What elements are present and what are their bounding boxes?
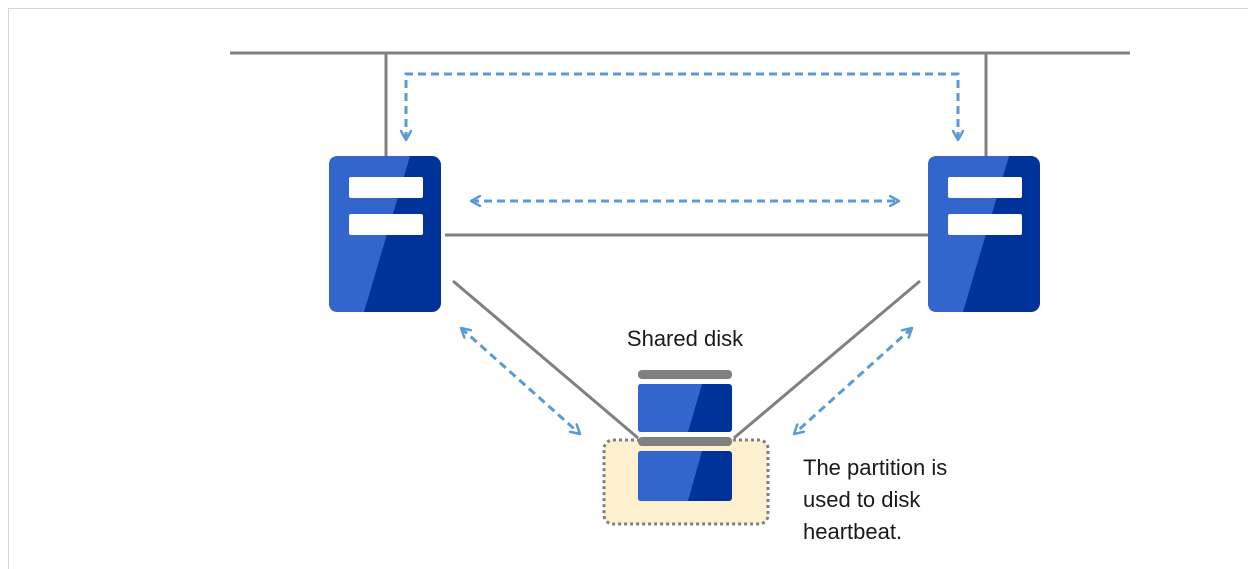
server1-disk-line: [452, 279, 639, 440]
partition-note-line-2: used to disk: [803, 487, 921, 512]
disk-middle-cap: [638, 437, 732, 446]
lan-heartbeat-arrow: [406, 72, 958, 140]
server2-disk-heartbeat-arrow: [794, 328, 912, 434]
partition-note-line-3: heartbeat.: [803, 519, 902, 544]
heartbeat-arrows: [406, 72, 958, 434]
partition-note: The partition is used to disk heartbeat.: [803, 455, 953, 544]
partition-note-line-1: The partition is: [803, 455, 947, 480]
diagram-frame: [8, 8, 1248, 569]
server-1-icon: [329, 156, 441, 312]
shared-disk-icon: [638, 370, 732, 501]
disk-top-cap: [638, 370, 732, 379]
server1-disk-heartbeat-arrow: [461, 328, 580, 434]
server-2-icon: [928, 156, 1040, 312]
shared-disk-label: Shared disk: [627, 326, 744, 351]
server2-disk-line: [733, 279, 921, 440]
